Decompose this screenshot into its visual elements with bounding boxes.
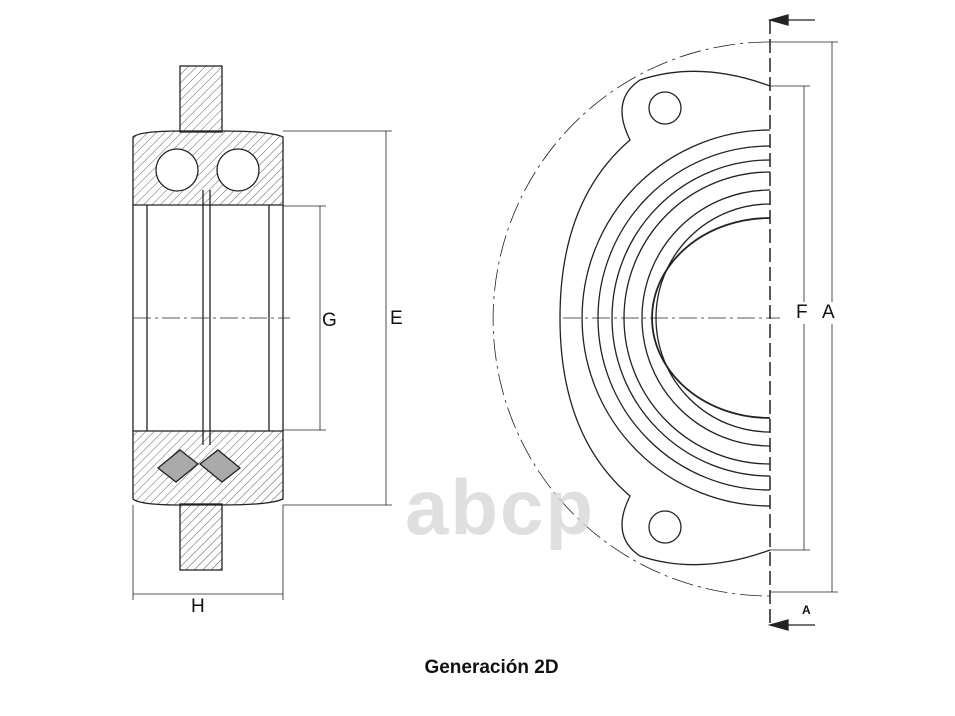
bearing-cross-section [132,65,392,600]
dimension-label-a: A [822,302,835,324]
dimension-label-g: G [322,310,337,331]
watermark-logo: abcp [405,463,596,551]
dimension-label-f: F [796,302,808,324]
section-label-a: A [802,603,811,617]
caption: Generación 2D [424,657,559,678]
dimension-label-h: H [191,596,205,617]
dimension-label-e: E [390,308,403,329]
bearing-front-view [492,14,838,631]
